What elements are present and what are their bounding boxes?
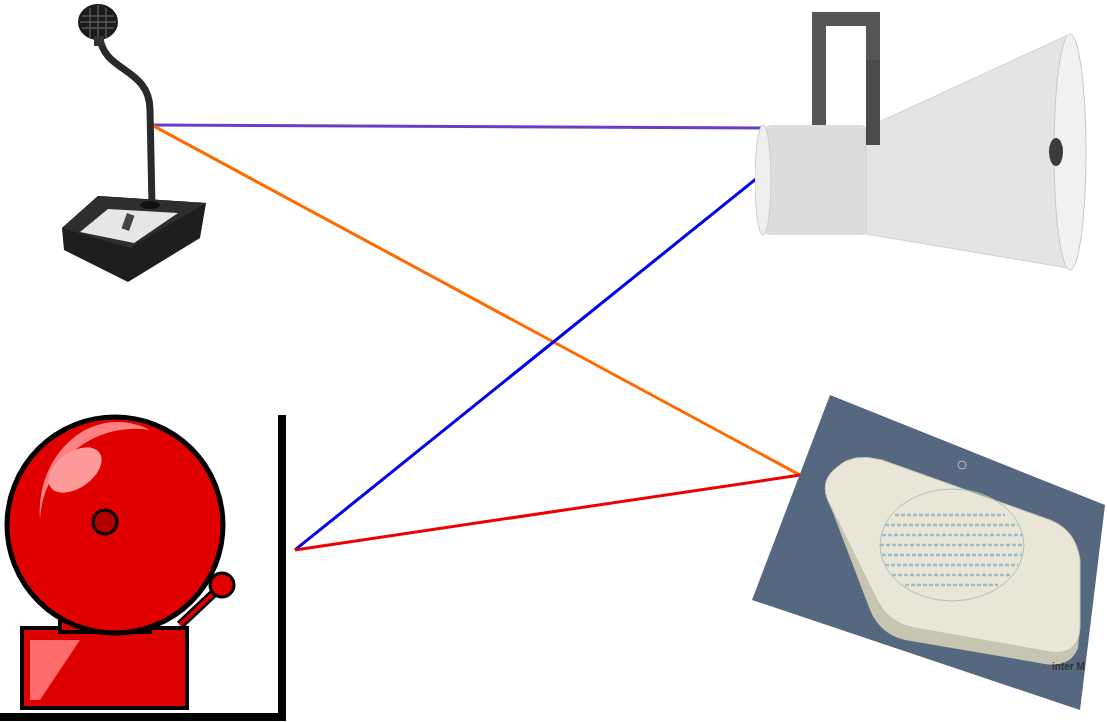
- connection-wire: [152, 125, 762, 128]
- horn-loudspeaker-picture: [755, 8, 1090, 273]
- desk-microphone: [55, 0, 210, 285]
- connection-wire: [295, 475, 800, 550]
- brand-logo: inter M: [1052, 661, 1085, 672]
- alarm-bell-picture: [0, 412, 295, 722]
- connection-wire: [152, 125, 800, 475]
- wall-speaker: inter M: [752, 393, 1105, 710]
- alarm-bell: [0, 412, 295, 722]
- desk-microphone-picture: [55, 0, 210, 285]
- horn-loudspeaker: [755, 8, 1090, 273]
- connection-wire: [295, 178, 757, 550]
